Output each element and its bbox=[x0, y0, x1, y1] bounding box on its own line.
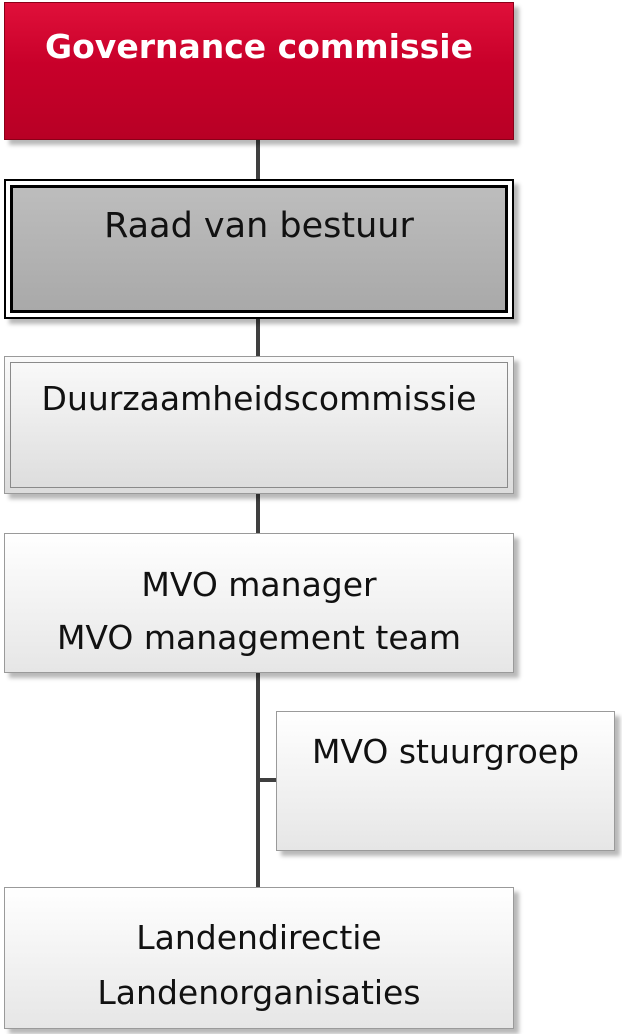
landenorganisaties-label: Landenorganisaties bbox=[97, 973, 421, 1012]
raad-van-bestuur-label: Raad van bestuur bbox=[104, 206, 414, 246]
mvo-manager-box: MVO manager MVO management team bbox=[4, 533, 514, 673]
mvo-stuurgroep-label: MVO stuurgroep bbox=[311, 732, 580, 771]
mvo-management-team-label: MVO management team bbox=[56, 618, 462, 657]
raad-van-bestuur-box: Raad van bestuur bbox=[4, 179, 514, 319]
governance-commissie-label: Governance commissie bbox=[45, 27, 473, 66]
connector-duurzaam-mvo bbox=[256, 494, 260, 534]
governance-commissie-box: Governance commissie bbox=[4, 2, 514, 140]
duurzaamheidscommissie-label: Duurzaamheidscommissie bbox=[41, 379, 477, 418]
landen-box: Landendirectie Landenorganisaties bbox=[4, 887, 514, 1029]
landendirectie-label: Landendirectie bbox=[136, 918, 382, 957]
raad-van-bestuur-inner: Raad van bestuur bbox=[10, 185, 508, 313]
mvo-stuurgroep-box: MVO stuurgroep bbox=[276, 711, 615, 851]
duurzaamheidscommissie-inner: Duurzaamheidscommissie bbox=[10, 362, 508, 488]
duurzaamheidscommissie-box: Duurzaamheidscommissie bbox=[4, 356, 514, 494]
connector-branch-stuurgroep bbox=[256, 778, 277, 782]
mvo-manager-label: MVO manager bbox=[141, 565, 377, 604]
connector-raad-duurzaam bbox=[256, 319, 260, 357]
connector-governance-raad bbox=[256, 140, 260, 180]
